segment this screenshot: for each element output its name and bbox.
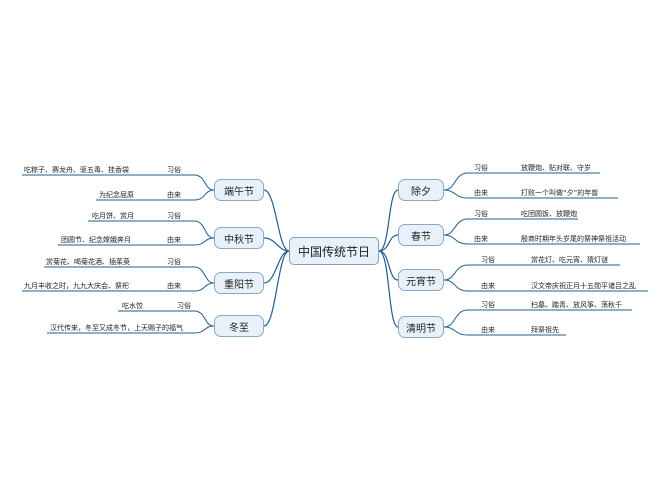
branch-right-1-a xyxy=(443,218,578,236)
duanwu-custom-key: 习俗 xyxy=(167,166,181,174)
topic-chunjie[interactable]: 春节 xyxy=(398,224,444,246)
branch-right-2-a xyxy=(443,264,620,281)
zhongqiu-origin-value: 团圆节、纪念嫦娥奔月 xyxy=(61,236,131,244)
branch-right-3-b xyxy=(443,326,566,336)
topic-qingming[interactable]: 清明节 xyxy=(398,316,444,338)
branch-right-0-a xyxy=(443,172,600,191)
branch-left-1-a xyxy=(88,220,215,239)
yuanxiao-custom-value: 赏花灯、吃元宵、猜灯谜 xyxy=(531,256,608,264)
topic-dongzhi[interactable]: 冬至 xyxy=(214,315,264,337)
topic-yuanxiao[interactable]: 元宵节 xyxy=(398,269,444,291)
link-center-right-0 xyxy=(378,189,399,252)
topic-zhongqiu[interactable]: 中秋节 xyxy=(214,227,264,249)
branch-right-0-b xyxy=(443,189,618,199)
chuxi-origin-key: 由来 xyxy=(474,189,488,197)
chongyang-origin-value: 九月丰收之时，九九大庆会、祭祀 xyxy=(24,282,129,290)
dongzhi-origin-value: 汉代传来，冬至又成冬节，上天赐子的福气 xyxy=(50,324,183,332)
branch-right-3-a xyxy=(443,309,632,328)
branch-left-3-b xyxy=(47,325,215,334)
chuxi-custom-key: 习俗 xyxy=(474,164,488,172)
topic-duanwu[interactable]: 端午节 xyxy=(214,179,264,201)
branch-left-2-a xyxy=(44,266,215,284)
duanwu-custom-value: 吃粽子、赛龙舟、驱五毒、挂香袋 xyxy=(24,166,129,174)
link-center-left-2 xyxy=(263,250,290,284)
dongzhi-custom-value: 吃水饺 xyxy=(122,302,143,310)
duanwu-origin-key: 由来 xyxy=(167,191,181,199)
branch-right-2-b xyxy=(443,279,648,292)
qingming-origin-key: 由来 xyxy=(481,326,495,334)
chongyang-origin-key: 由来 xyxy=(167,282,181,290)
dongzhi-custom-key: 习俗 xyxy=(177,302,191,310)
duanwu-origin-value: 为纪念屈原 xyxy=(99,191,134,199)
branch-left-3-a xyxy=(118,310,215,327)
link-center-right-1 xyxy=(378,234,399,252)
branch-left-0-a xyxy=(22,174,215,191)
qingming-origin-value: 拜祭祖先 xyxy=(531,326,559,334)
yuanxiao-origin-key: 由来 xyxy=(481,282,495,290)
chunjie-origin-key: 由来 xyxy=(474,235,488,243)
topic-chuxi[interactable]: 除夕 xyxy=(398,179,444,201)
link-center-right-2 xyxy=(378,250,399,281)
link-center-left-0 xyxy=(263,189,290,252)
branch-left-0-b xyxy=(96,189,215,201)
branch-right-1-b xyxy=(443,234,640,245)
chongyang-custom-value: 赏菊花、喝菊花酒、插茱萸 xyxy=(46,258,130,266)
qingming-custom-key: 习俗 xyxy=(481,301,495,309)
link-center-left-1 xyxy=(263,237,290,252)
zhongqiu-origin-key: 由来 xyxy=(167,236,181,244)
qingming-custom-value: 扫墓、踏青、放风筝、荡秋千 xyxy=(531,301,622,309)
zhongqiu-custom-value: 吃月饼、赏月 xyxy=(92,212,134,220)
topic-chongyang[interactable]: 重阳节 xyxy=(214,272,264,294)
chunjie-origin-value: 殷商时期年头岁尾的祭神祭祖活动 xyxy=(521,235,626,243)
zhongqiu-custom-key: 习俗 xyxy=(167,212,181,220)
yuanxiao-origin-value: 汉文帝庆祝正月十五勋平诸吕之乱 xyxy=(531,282,636,290)
central-topic[interactable]: 中国传统节日 xyxy=(289,237,379,265)
chuxi-custom-value: 放鞭炮、贴对联、守岁 xyxy=(521,164,591,172)
branch-left-2-b xyxy=(22,282,215,292)
link-center-right-3 xyxy=(378,250,399,328)
chongyang-custom-key: 习俗 xyxy=(167,258,181,266)
chuxi-origin-value: 打败一个叫做“夕”的年兽 xyxy=(521,189,599,197)
chunjie-custom-key: 习俗 xyxy=(474,210,488,218)
chunjie-custom-value: 吃团圆饭、放鞭炮 xyxy=(521,210,577,218)
branch-left-1-b xyxy=(58,237,215,246)
link-center-left-3 xyxy=(263,250,290,327)
yuanxiao-custom-key: 习俗 xyxy=(481,256,495,264)
